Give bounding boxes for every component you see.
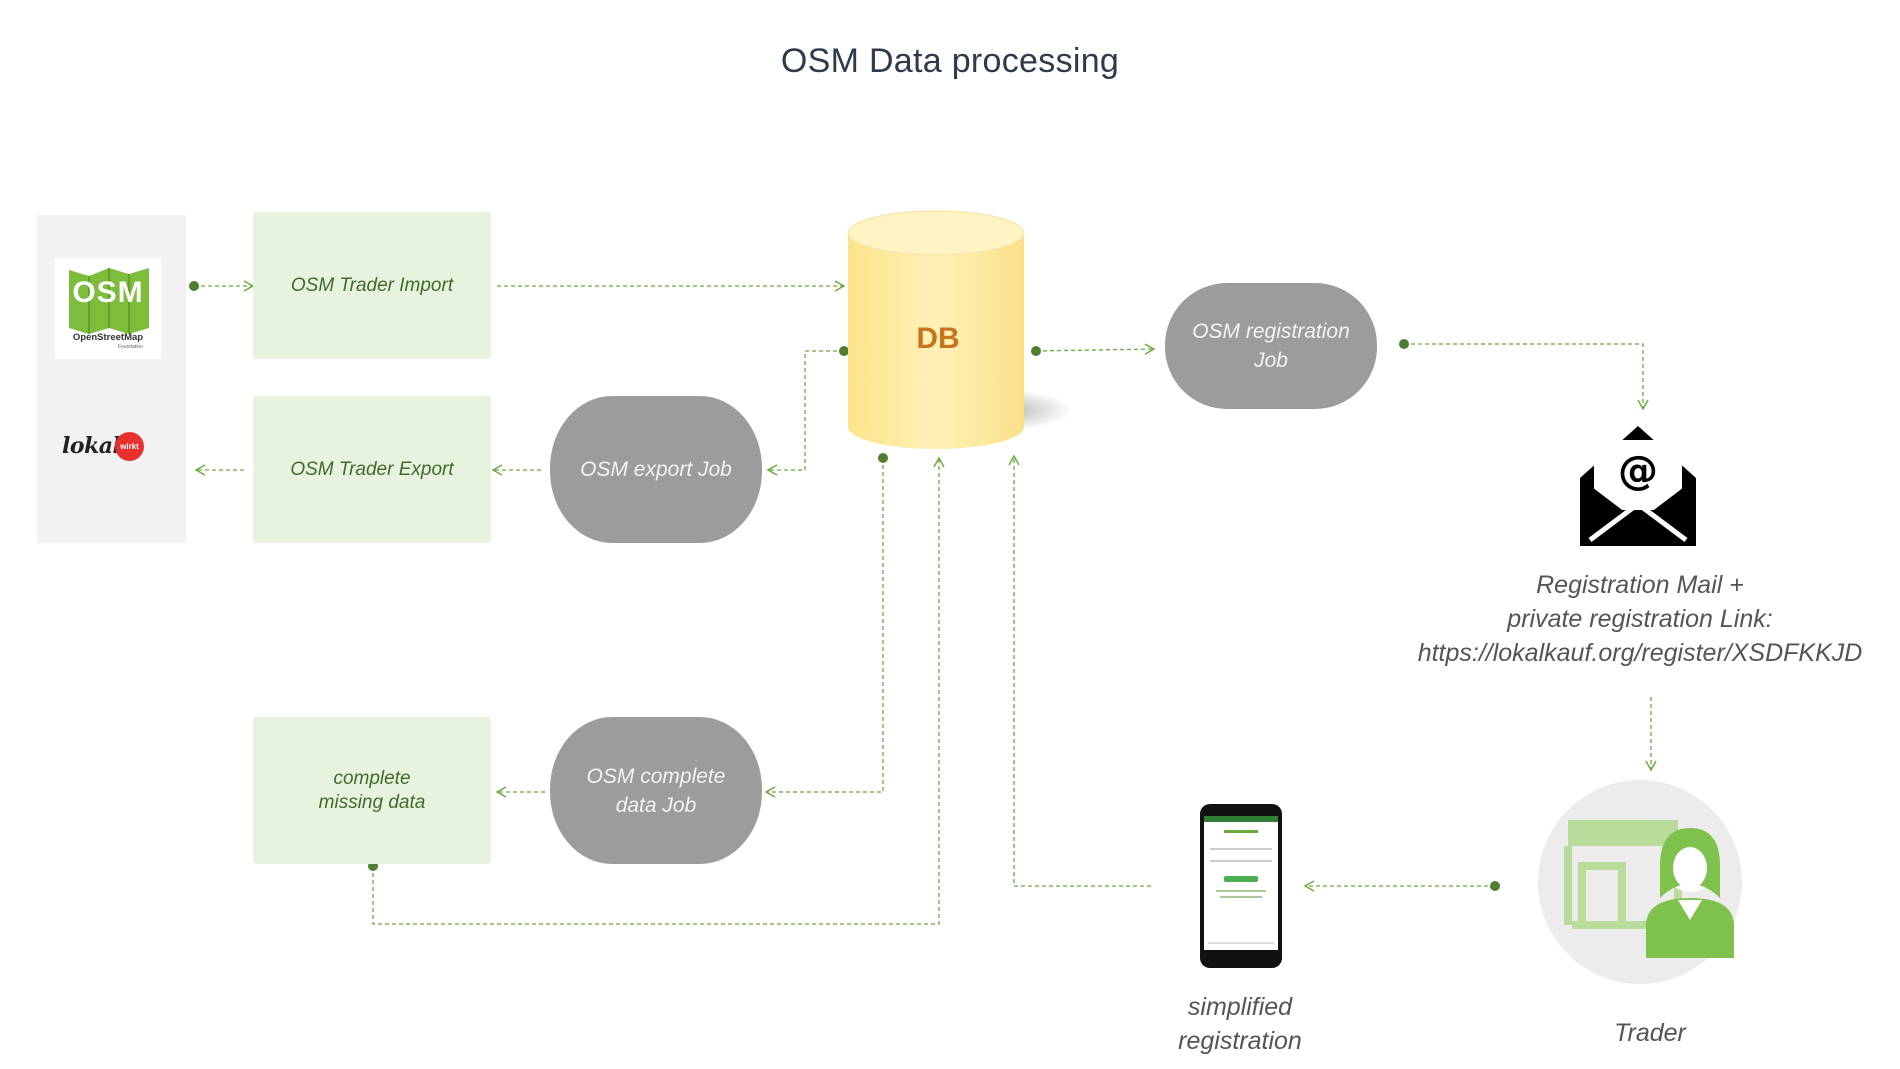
- node-osm-complete-data-job: OSM complete data Job: [550, 717, 762, 864]
- database-cylinder: [847, 210, 1073, 449]
- node-osm-export-job: OSM export Job: [550, 396, 762, 543]
- diagram-title: OSM Data processing: [780, 42, 1120, 80]
- node-osm-complete-data-job-label: OSM complete data Job: [586, 764, 726, 817]
- edge-missing-to-db: [372, 456, 945, 925]
- node-complete-missing-data: complete missing data: [253, 717, 491, 864]
- edge-dot-db-right: [1031, 346, 1041, 356]
- edge-db-to-completejob: [764, 458, 884, 798]
- node-osm-registration-job-label: OSM registration Job: [1192, 320, 1350, 372]
- svg-text:@: @: [1618, 448, 1658, 494]
- lokal-wirkt-logo: lokal wirkt: [62, 432, 152, 462]
- envelope-at-icon: @: [1580, 426, 1696, 546]
- lokal-logo-word: lokal: [62, 433, 121, 459]
- osm-logo-subname: Foundation: [117, 344, 143, 350]
- node-osm-trader-import-label: OSM Trader Import: [290, 274, 454, 296]
- osm-logo-name: OpenStreetMap: [72, 332, 144, 343]
- node-osm-trader-export-label: OSM Trader Export: [290, 458, 454, 480]
- caption-registration-mail: Registration Mail + private registration…: [1417, 571, 1863, 667]
- node-db-label: DB: [916, 322, 960, 355]
- edge-dot-regjob: [1399, 339, 1409, 349]
- trader-person-icon: [1646, 828, 1734, 958]
- edge-db-to-exportjob: [766, 350, 844, 476]
- node-osm-registration-job: OSM registration Job: [1165, 283, 1377, 409]
- lokal-logo-badge: wirkt: [115, 432, 144, 461]
- edge-phone-to-db: [1008, 454, 1151, 887]
- node-osm-trader-import: OSM Trader Import: [253, 212, 491, 359]
- edge-dot-osm: [189, 281, 199, 291]
- node-osm-export-job-label: OSM export Job: [580, 458, 732, 481]
- edge-dot-db-left: [839, 346, 849, 356]
- edge-dot-trader: [1490, 881, 1500, 891]
- node-complete-missing-data-label: complete missing data: [318, 767, 426, 813]
- osm-logo: OSM OpenStreetMap Foundation: [55, 258, 161, 359]
- edge-db-to-regjob: [1035, 343, 1156, 355]
- trader-icon: [1538, 780, 1742, 984]
- caption-simplified-registration: simplified registration: [1178, 993, 1302, 1055]
- smartphone-icon: [1200, 804, 1282, 968]
- node-osm-trader-export: OSM Trader Export: [253, 396, 491, 543]
- osm-map-icon: [69, 268, 149, 334]
- edge-regjob-to-mail: [1404, 343, 1649, 411]
- caption-trader: Trader: [1614, 1019, 1686, 1047]
- edge-dot-db-bottom: [878, 453, 888, 463]
- osm-logo-word: OSM: [72, 276, 144, 309]
